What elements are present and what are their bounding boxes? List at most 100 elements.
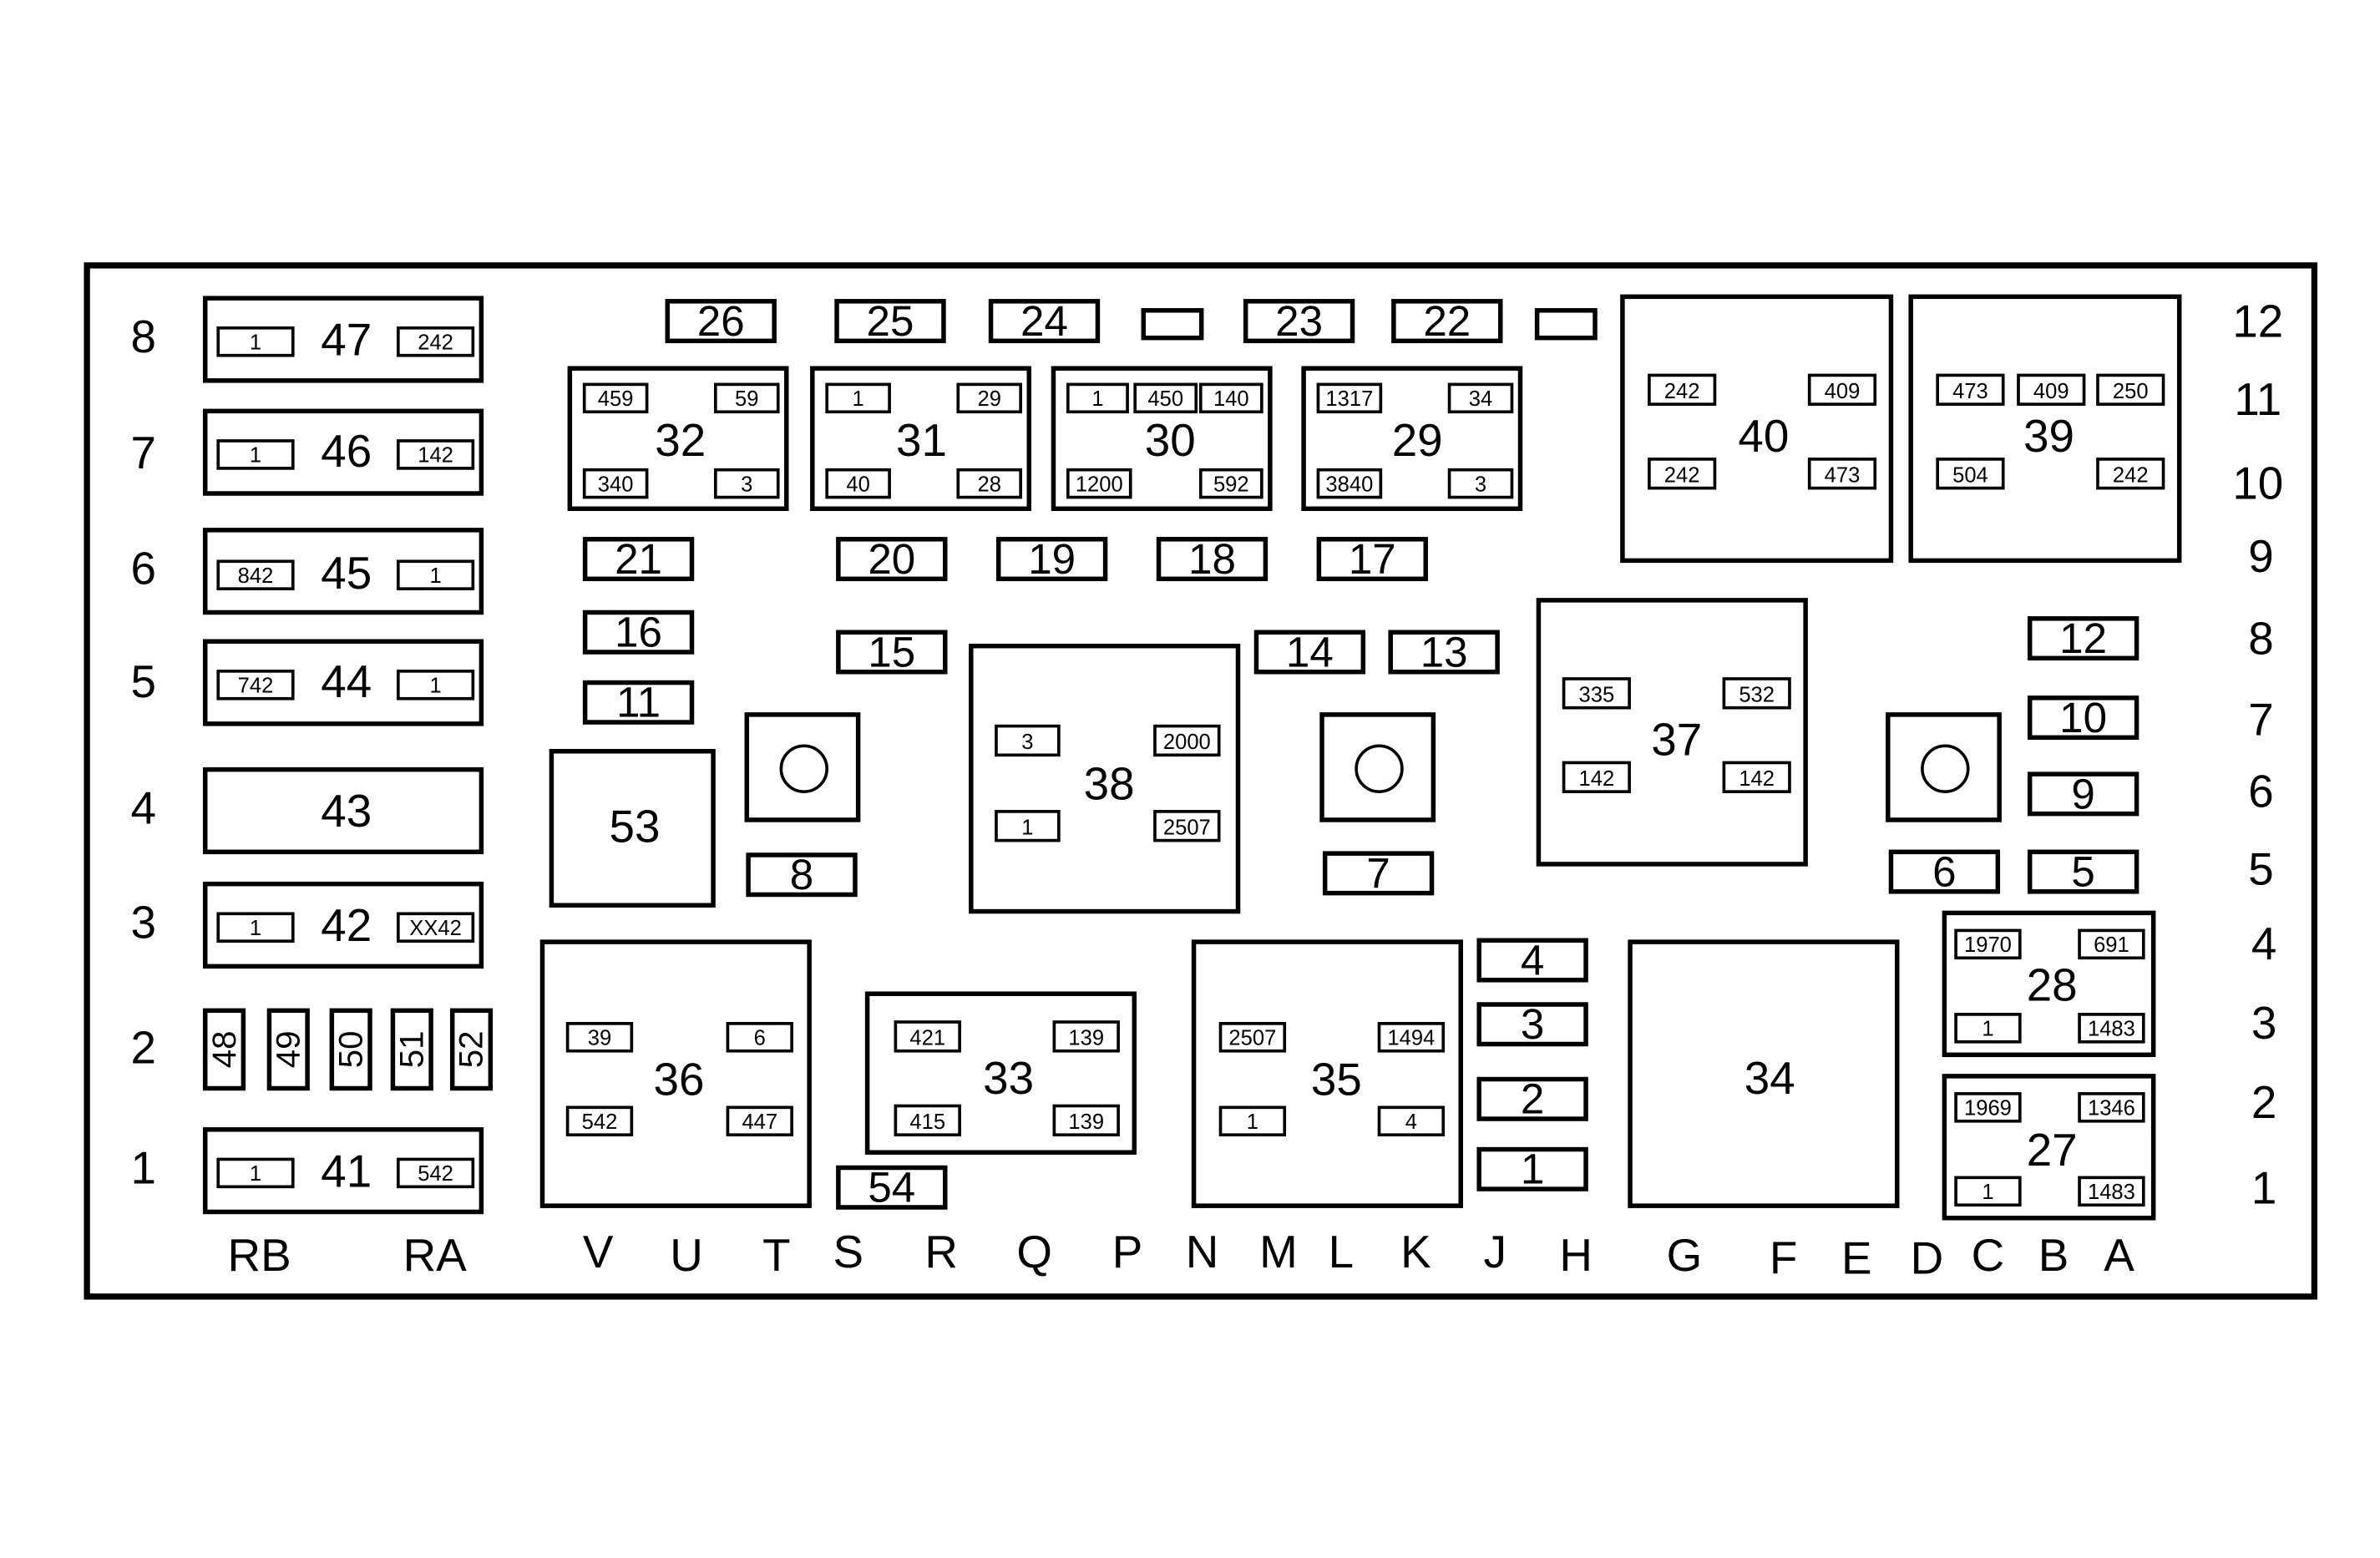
fuse-22: 22	[1391, 299, 1503, 344]
relay-pin: 3840	[1316, 468, 1383, 499]
relay-pin: 139	[1052, 1020, 1120, 1053]
column-label: H	[1559, 1231, 1593, 1282]
relay-number: 38	[1083, 759, 1135, 811]
fuse-25: 25	[834, 299, 946, 344]
fuse-52: 52	[449, 1008, 494, 1091]
relay-46: 1 46 142	[202, 408, 484, 496]
fuse-17: 17	[1316, 537, 1428, 582]
relay-pin: 142	[396, 439, 475, 470]
fuse-24: 24	[988, 299, 1101, 344]
relay-pin: 1	[216, 1157, 295, 1189]
relay-pin: 4	[1377, 1105, 1446, 1137]
relay-number: 45	[321, 549, 372, 599]
column-label: S	[833, 1227, 864, 1278]
relay-pin: 1	[216, 439, 295, 470]
block-number: 34	[1744, 1054, 1795, 1105]
relay-35: 2507 1494 35 1 4	[1191, 939, 1463, 1208]
relay-number: 35	[1310, 1055, 1362, 1106]
relay-number: 31	[895, 416, 947, 468]
row-label-left: 5	[130, 657, 156, 708]
relay-pin: XX42	[396, 912, 475, 943]
row-label-right: 3	[2251, 999, 2277, 1050]
relay-pin: 421	[894, 1020, 961, 1053]
fuse-49: 49	[266, 1008, 310, 1091]
relay-pin: 1	[1954, 1013, 2022, 1044]
relay-27: 1969 1346 27 1 1483	[1942, 1074, 2156, 1221]
row-label-left: 1	[130, 1144, 156, 1195]
relay-number: 40	[1738, 412, 1790, 463]
mounting-stud	[744, 712, 861, 822]
relay-45: 842 45 1	[202, 528, 484, 615]
fuse-2: 2	[1476, 1077, 1588, 1121]
row-label-left: 8	[130, 312, 156, 363]
block-34: 34	[1628, 939, 1900, 1208]
fuse-9: 9	[2027, 771, 2139, 817]
relay-number: 28	[2026, 960, 2078, 1012]
fuse-number: 49	[268, 1030, 307, 1069]
row-label-right: 11	[2234, 375, 2282, 426]
relay-pin: 140	[1198, 382, 1263, 414]
relay-pin: 1494	[1377, 1022, 1446, 1053]
fuse-50: 50	[329, 1008, 372, 1091]
relay-29: 1317 34 29 3840 3	[1301, 366, 1523, 512]
fuse-number: 50	[331, 1030, 370, 1069]
relay-pin: 542	[565, 1105, 634, 1137]
relay-30: 1 450 140 30 1200 592	[1051, 366, 1273, 512]
relay-pin: 1	[396, 670, 475, 701]
fuse-20: 20	[836, 537, 948, 582]
column-label: Q	[1016, 1227, 1052, 1278]
mounting-stud	[1319, 712, 1436, 822]
relay-pin: 1	[995, 810, 1061, 842]
relay-number: 46	[321, 427, 372, 478]
relay-42: 1 42 XX42	[202, 881, 484, 969]
fuse-21: 21	[582, 537, 695, 582]
column-label: V	[582, 1227, 614, 1278]
relay-pin: 2000	[1153, 724, 1221, 757]
fuse-8: 8	[746, 852, 858, 898]
relay-number: 30	[1144, 416, 1196, 468]
fuse-19: 19	[995, 537, 1108, 582]
relay-pin: 3	[995, 724, 1061, 757]
stud-hole-icon	[1921, 744, 1970, 793]
relay-pin: 1	[216, 912, 295, 943]
relay-number: 32	[655, 416, 706, 468]
row-label-left: 7	[130, 428, 156, 479]
relay-pin: 409	[2017, 373, 2086, 406]
relay-pin: 250	[2096, 373, 2165, 406]
relay-pin: 415	[894, 1104, 961, 1137]
relay-number: 43	[321, 787, 372, 837]
relay-pin: 6	[726, 1022, 793, 1053]
relay-pin: 1346	[2078, 1092, 2145, 1123]
relay-pin: 142	[1722, 761, 1791, 793]
fuse-26: 26	[665, 299, 777, 344]
column-label: F	[1769, 1233, 1798, 1285]
relay-pin: 1317	[1316, 382, 1383, 414]
relay-pin: 1	[1066, 382, 1129, 414]
column-label: J	[1483, 1227, 1507, 1278]
relay-pin: 1	[396, 559, 475, 591]
row-label-left: 6	[130, 544, 156, 595]
fuse-48: 48	[202, 1008, 246, 1091]
relay-number: 41	[321, 1146, 372, 1198]
relay-pin: 242	[396, 326, 475, 357]
fuse-number: 48	[204, 1030, 243, 1069]
relay-pin: 340	[582, 468, 649, 499]
relay-pin: 1969	[1954, 1092, 2022, 1123]
relay-number: 37	[1651, 715, 1703, 766]
row-label-left: 4	[130, 784, 156, 835]
fuse-6: 6	[1888, 850, 2001, 894]
column-label: P	[1112, 1227, 1143, 1278]
fuse-14: 14	[1253, 630, 1366, 675]
relay-32: 459 59 32 340 3	[567, 366, 789, 512]
relay-number: 44	[321, 657, 372, 708]
column-label: RA	[403, 1231, 467, 1282]
fuse-1: 1	[1476, 1147, 1588, 1191]
column-label: C	[1971, 1231, 2005, 1282]
relay-pin: 1200	[1066, 468, 1132, 499]
row-label-left: 3	[130, 898, 156, 949]
row-label-right: 2	[2251, 1078, 2277, 1129]
relay-pin: 504	[1936, 458, 2005, 490]
column-label: RB	[227, 1231, 291, 1282]
relay-pin: 1	[1218, 1105, 1287, 1137]
